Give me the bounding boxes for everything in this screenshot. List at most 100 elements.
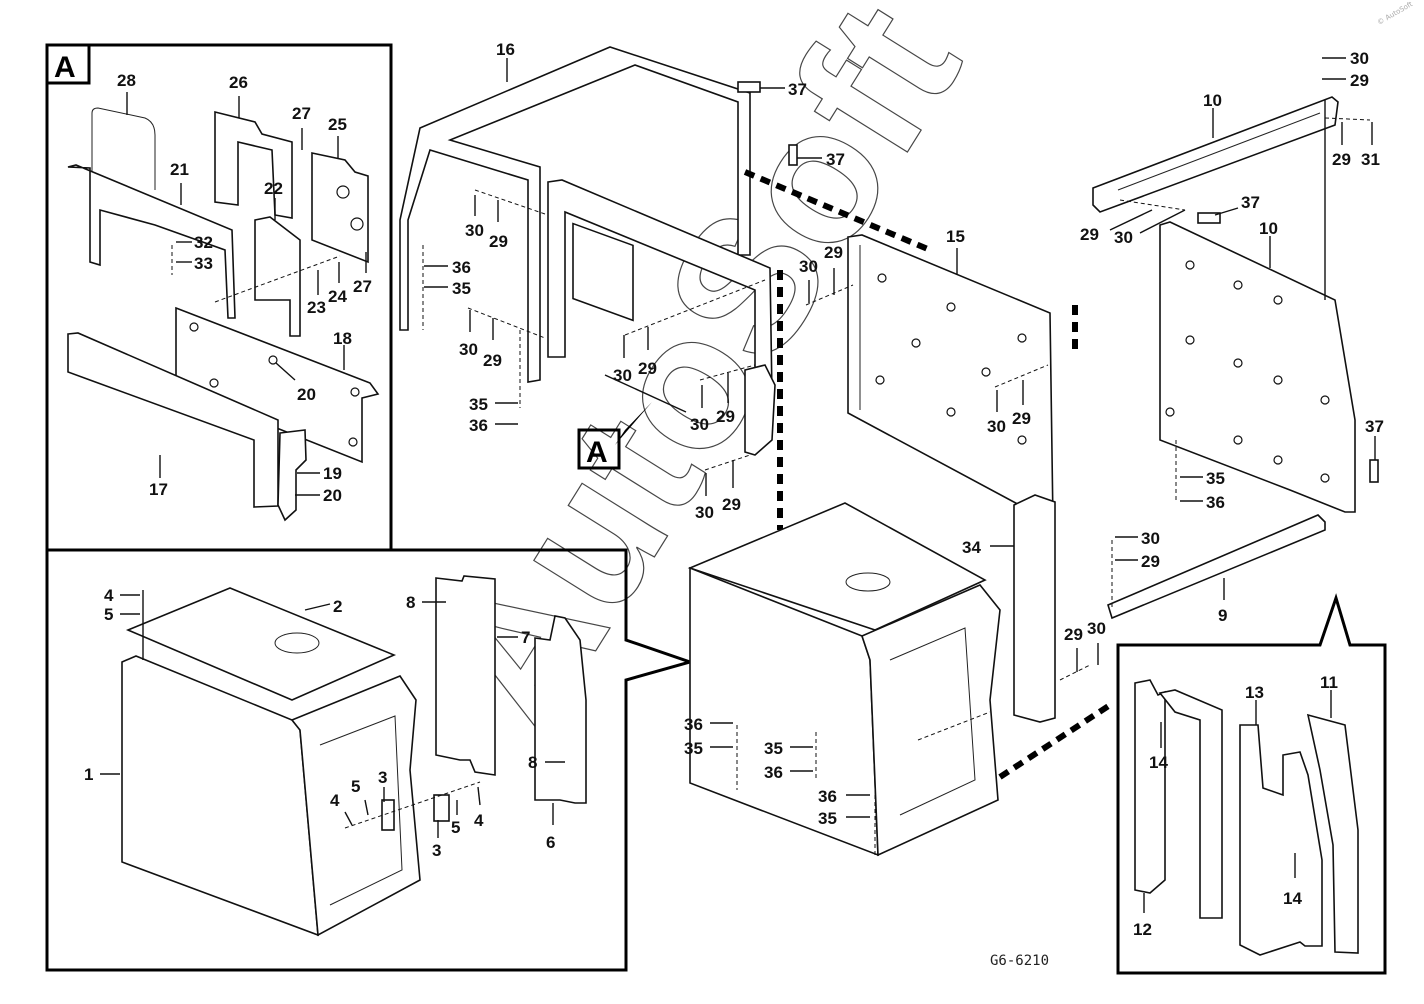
inset-a-pointer-box: [577, 428, 621, 470]
inset-a-tag-box: [45, 43, 91, 85]
callout: 35: [764, 739, 783, 758]
callout: 4: [330, 791, 340, 810]
right-top-callouts: 30 29 10 29 31 29 30 37 10 37 35 36: [1080, 49, 1384, 512]
callout: 36: [764, 763, 783, 782]
callout: 30: [695, 503, 714, 522]
callout: 35: [1206, 469, 1225, 488]
callout: 29: [638, 359, 657, 378]
inset-base: 4 5 2 1 4 5 3 3 5 4 8 7 8 6: [45, 548, 696, 972]
part-2-top-plate: [125, 587, 397, 701]
part-16-inner-panel: [547, 179, 773, 397]
part-3-hinge-left: [381, 799, 395, 831]
callout: 5: [451, 818, 460, 837]
callout: 3: [432, 841, 441, 860]
inset-right: 13 11 14 14 12: [1116, 593, 1387, 975]
callout: 19: [323, 464, 342, 483]
callout: 29: [1332, 150, 1351, 169]
callout: 29: [722, 495, 741, 514]
callout: 29: [824, 243, 843, 262]
callout: 5: [351, 777, 360, 796]
callout: 16: [496, 40, 515, 59]
callout: 17: [149, 480, 168, 499]
callout: 10: [1203, 91, 1222, 110]
callout: 30: [1350, 49, 1369, 68]
part-inner-bracket: [744, 364, 776, 456]
part-11-bracket: [1306, 713, 1359, 954]
inset-base-frame: [45, 548, 696, 972]
callout: 29: [1080, 225, 1099, 244]
main-top-plate: [687, 502, 987, 631]
callout: 30: [799, 257, 818, 276]
callout: 29: [716, 407, 735, 426]
callout: 30: [1087, 619, 1106, 638]
part-12-spacer: [1134, 679, 1166, 894]
callout: 37: [1241, 193, 1260, 212]
callout: 25: [328, 115, 347, 134]
callout: 33: [194, 254, 213, 273]
callout: 35: [818, 809, 837, 828]
inset-a-pointer: A: [577, 374, 687, 470]
part-34-post: [1013, 494, 1056, 723]
inset-base-callouts: 4 5 2 1 4 5 3 3 5 4 8 7 8 6: [84, 586, 565, 860]
callout: 31: [1361, 150, 1380, 169]
inset-right-callouts: 13 11 14 14 12: [1133, 673, 1338, 939]
part-7-spacer: [435, 575, 496, 776]
inset-a-callouts: 28 26 27 25 21 22 32 33 23 24 27 18 20: [117, 71, 372, 505]
part-37-tag-right-top: [1197, 212, 1221, 224]
callout: 29: [483, 351, 502, 370]
part-37-tag-right-side: [1369, 459, 1379, 483]
callout: 30: [1141, 529, 1160, 548]
callout: 11: [1320, 673, 1338, 692]
callout: 14: [1149, 753, 1168, 772]
callout: 36: [818, 787, 837, 806]
inset-right-frame: [1116, 593, 1387, 975]
part-21-plate: [67, 164, 236, 319]
callout: 27: [353, 277, 372, 296]
callout: 6: [546, 833, 555, 852]
part-3-hinge-right: [433, 794, 450, 822]
part-6-spacer: [534, 615, 587, 804]
callout: 26: [229, 73, 248, 92]
right-top-group: 30 29 10 29 31 29 30 37 10 37 35 36: [1080, 49, 1384, 513]
part-15-panel: [847, 234, 1054, 525]
callout: 2: [333, 597, 342, 616]
main-housing-frame: [861, 584, 1001, 857]
callout: 30: [1114, 228, 1133, 247]
callout: 36: [469, 416, 488, 435]
lower-main-group: 34 30 29 9 29 30 36 35 35 36 36 35: [684, 494, 1326, 857]
callout: 36: [1206, 493, 1225, 512]
alignment-line: [998, 702, 1112, 780]
callout: 22: [264, 179, 283, 198]
callout: 35: [452, 279, 471, 298]
callout: 7: [521, 628, 530, 647]
callout: 35: [469, 395, 488, 414]
callout: 8: [406, 593, 415, 612]
callout: 1: [84, 765, 93, 784]
callout: 30: [690, 415, 709, 434]
callout: 35: [684, 739, 703, 758]
callout: 29: [1064, 625, 1083, 644]
callout: 29: [1012, 409, 1031, 428]
callout: 20: [323, 486, 342, 505]
panel-15-callouts: 30 29 15 30 29: [799, 227, 1031, 436]
callout: 34: [962, 538, 981, 557]
part-10-rail: [1092, 96, 1339, 213]
lower-main-callouts: 34 30 29 9 29 30 36 35 35 36 36 35: [684, 529, 1227, 828]
callout: 37: [788, 80, 807, 99]
callout: 32: [194, 233, 213, 252]
part-16-frame: [399, 46, 751, 383]
callout: 14: [1283, 889, 1302, 908]
callout: 23: [307, 298, 326, 317]
inset-a-tag: A: [54, 51, 76, 84]
callout: 4: [104, 586, 114, 605]
inset-a: A 28 26 27 25 21: [45, 43, 393, 552]
callout: 4: [474, 811, 484, 830]
callout: 29: [489, 232, 508, 251]
panel-15-group: 30 29 15 30 29: [799, 227, 1054, 525]
callout: 5: [104, 605, 113, 624]
part-25-plate: [311, 152, 369, 264]
callout: 36: [452, 258, 471, 277]
part-28-gasket: [91, 107, 156, 190]
callout: 36: [684, 715, 703, 734]
